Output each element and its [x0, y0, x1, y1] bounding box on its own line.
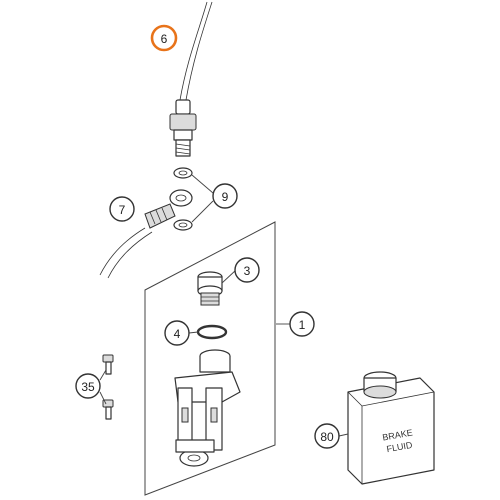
leader-35-upper [99, 369, 107, 381]
leader-9-upper [191, 174, 214, 194]
callout-6[interactable]: 6 [150, 24, 178, 52]
callout-4[interactable]: 4 [164, 320, 190, 346]
brake-fluid-bottle-part[interactable]: BRAKE FLUID [347, 371, 435, 485]
banjo-hose-part[interactable] [99, 189, 193, 279]
leader-3 [221, 269, 237, 284]
washer-part-upper[interactable] [173, 167, 193, 179]
brake-line-part[interactable] [169, 1, 213, 157]
callout-7[interactable]: 7 [109, 196, 135, 222]
leader-4 [188, 331, 199, 334]
callout-7-label: 7 [119, 203, 126, 217]
callout-80[interactable]: 80 [314, 423, 340, 449]
callout-9-label: 9 [222, 190, 229, 204]
washer-part-lower[interactable] [173, 219, 193, 231]
o-ring-part[interactable] [196, 324, 228, 340]
leader-9-lower [191, 200, 214, 223]
callout-1-label: 1 [299, 318, 306, 332]
callout-80-label: 80 [320, 430, 334, 444]
leader-35-lower [99, 391, 107, 405]
callout-35[interactable]: 35 [75, 373, 101, 399]
callout-3-label: 3 [244, 264, 251, 278]
callout-1[interactable]: 1 [289, 311, 315, 337]
master-cylinder-body[interactable] [174, 349, 241, 467]
screw-part-lower[interactable] [102, 399, 114, 420]
bottle-label-line2: FLUID [386, 440, 414, 454]
callout-3[interactable]: 3 [234, 257, 260, 283]
callout-35-label: 35 [81, 380, 95, 394]
callout-6-label: 6 [161, 32, 168, 46]
screw-part-upper[interactable] [102, 354, 114, 375]
leader-80 [338, 433, 349, 437]
callout-4-label: 4 [174, 327, 181, 341]
callout-9[interactable]: 9 [212, 183, 238, 209]
reservoir-cap-part[interactable] [197, 271, 223, 306]
master-cylinder-panel [144, 221, 276, 496]
